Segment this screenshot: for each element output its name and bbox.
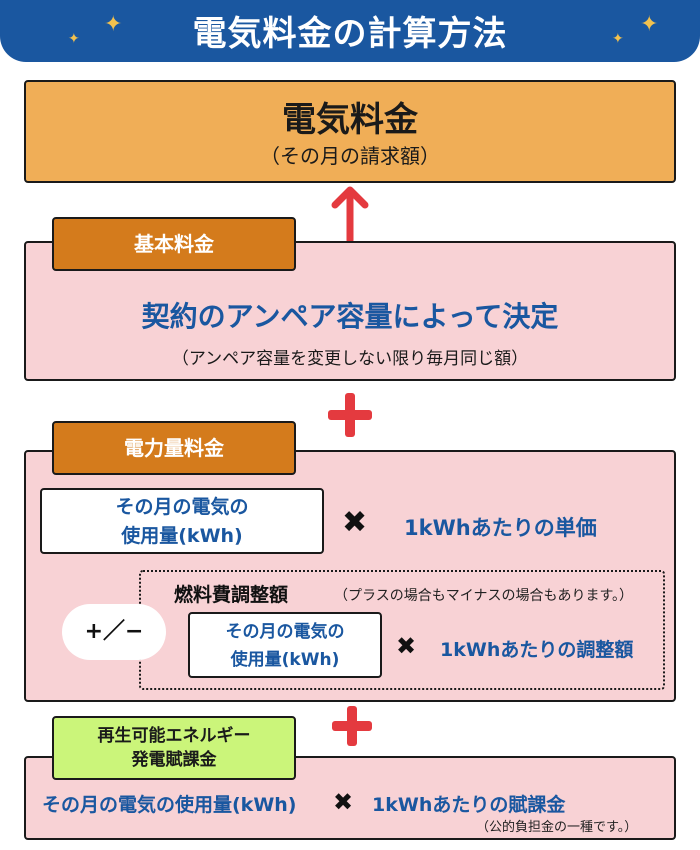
sparkle-icon: ✦ [612,31,624,47]
total-fee-subtitle: （その月の請求額） [260,144,440,168]
header-banner: ✦ ✦ ✦ ✦ 電気料金の計算方法 [0,0,700,62]
page-title: 電気料金の計算方法 [192,14,508,54]
plus-icon [328,393,372,437]
fuel-usage-line-1: その月の電気の [225,622,345,642]
renewable-usage-label: その月の電気の使用量(kWh) [42,794,297,816]
fuel-adjustment-note: （プラスの場合もマイナスの場合もあります。） [334,588,634,604]
total-fee-title: 電気料金 [282,100,418,140]
sparkle-icon: ✦ [68,31,80,47]
unit-price-label: 1kWhあたりの単価 [404,516,597,540]
fuel-usage-box: その月の電気の 使用量(kWh) [188,612,382,678]
total-fee-box: 電気料金 （その月の請求額） [24,80,676,183]
multiply-icon: ✖ [342,505,368,540]
arrow-up-icon [331,186,369,241]
basic-fee-note: （アンペア容量を変更しない限り毎月同じ額） [171,349,529,369]
basic-fee-main: 契約のアンペア容量によって決定 [141,300,559,333]
renewable-surcharge-label: 再生可能エネルギー 発電賦課金 [52,716,296,780]
usage-box: その月の電気の 使用量(kWh) [40,488,324,554]
usage-line-1: その月の電気の [115,496,249,518]
renewable-label-line-1: 再生可能エネルギー [97,726,251,746]
sparkle-icon: ✦ [640,12,659,37]
energy-fee-label: 電力量料金 [52,421,296,475]
multiply-icon: ✖ [396,632,417,660]
usage-line-2: 使用量(kWh) [121,525,243,547]
renewable-label-line-2: 発電賦課金 [131,750,217,770]
basic-fee-label: 基本料金 [52,217,296,271]
sparkle-icon: ✦ [104,12,123,37]
plus-icon [332,706,372,746]
surcharge-price-label: 1kWhあたりの賦課金 [372,794,566,816]
multiply-icon: ✖ [333,788,354,816]
surcharge-note: （公的負担金の一種です。） [476,820,638,835]
adjustment-price-label: 1kWhあたりの調整額 [440,639,634,661]
plus-minus-badge: +／− [62,604,166,660]
fuel-adjustment-title: 燃料費調整額 [174,584,289,606]
fuel-usage-line-2: 使用量(kWh) [230,650,340,670]
